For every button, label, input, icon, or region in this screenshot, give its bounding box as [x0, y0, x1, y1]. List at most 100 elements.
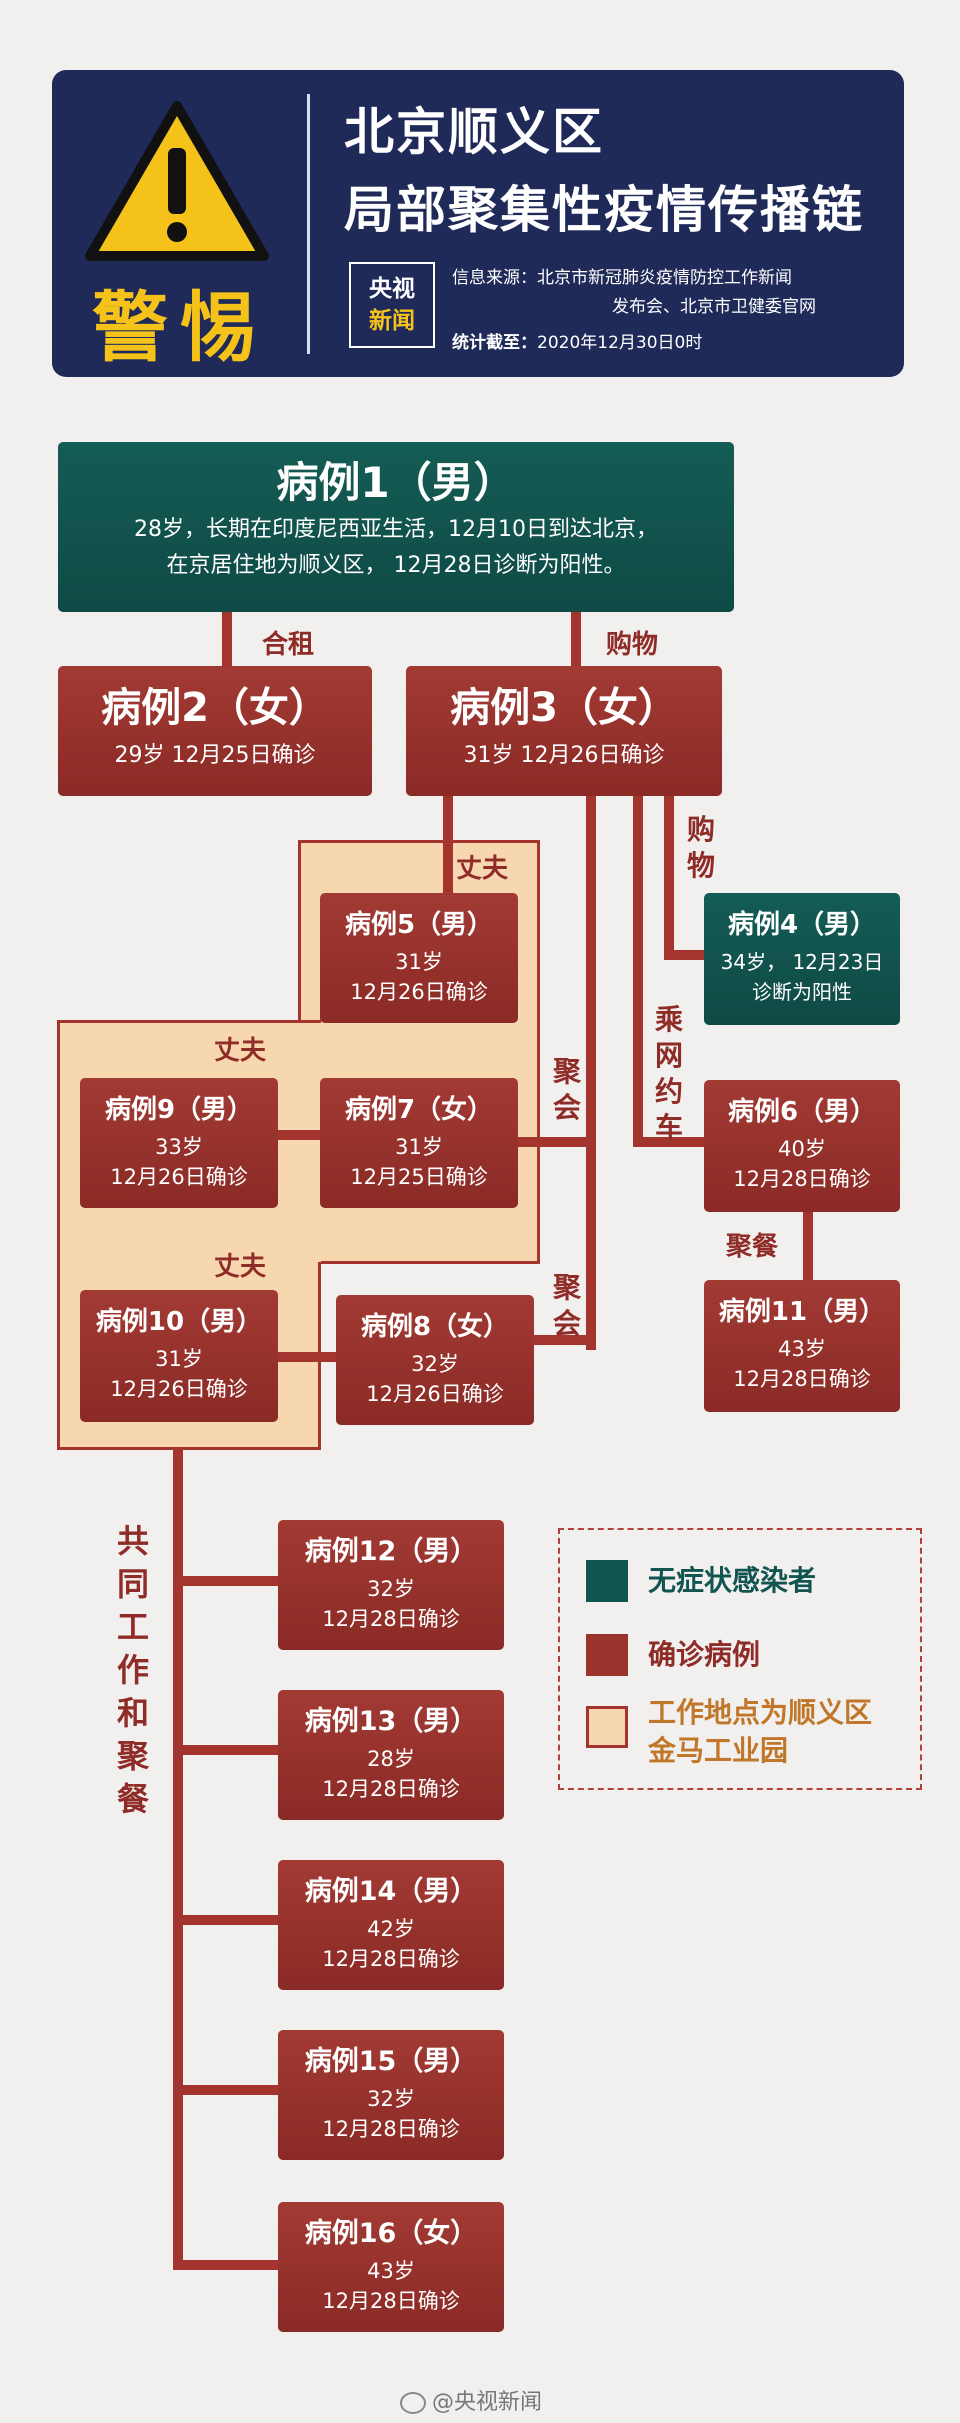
warning-icon: [85, 101, 269, 261]
source-line-2: 发布会、北京市卫健委官网: [612, 297, 816, 317]
link-gathering-c7: [516, 1137, 596, 1147]
case-8-line1: 32岁: [411, 1352, 459, 1376]
link-c10-c8: [278, 1352, 336, 1362]
relation-gathering-1: 聚会: [552, 1055, 581, 1124]
case-1-line2: 在京居住地为顺义区， 12月28日诊断为阳性。: [166, 553, 626, 578]
source-text-1: 北京市新冠肺炎疫情防控工作新闻: [537, 268, 792, 288]
case-16-line1: 43岁: [367, 2259, 415, 2283]
source-line-1: 信息来源：北京市新冠肺炎疫情防控工作新闻: [452, 263, 792, 288]
case-8-line2: 12月26日确诊: [366, 1382, 504, 1406]
link-trunk-c12: [173, 1576, 278, 1586]
case-5-line1: 31岁: [395, 950, 443, 974]
case-12-line1: 32岁: [367, 1577, 415, 1601]
header-divider: [307, 94, 310, 354]
case-4-line1: 34岁， 12月23日: [720, 950, 884, 974]
legend-swatch-workplace: [586, 1706, 628, 1748]
title-line-1: 北京顺义区: [344, 103, 604, 161]
case-15-line2: 12月28日确诊: [322, 2117, 460, 2141]
relation-husband-9: 丈夫: [214, 1036, 267, 1066]
legend-label-asymptomatic: 无症状感染者: [648, 1564, 817, 1597]
link-c3-c4-h: [664, 950, 706, 960]
case-9-line1: 33岁: [155, 1135, 203, 1159]
logo-line-1: 央视: [369, 276, 415, 302]
link-trunk-c16: [173, 2260, 278, 2270]
link-c1-c3: [571, 612, 581, 668]
relation-gathering-2: 聚会: [552, 1271, 581, 1340]
link-trunk-c13: [173, 1745, 278, 1755]
case-16-line2: 12月28日确诊: [322, 2289, 460, 2313]
case-11-line2: 12月28日确诊: [733, 1367, 871, 1391]
case-4-box: 病例4（男） 34岁， 12月23日 诊断为阳性: [704, 893, 900, 1025]
link-c3-gathering: [586, 795, 596, 1350]
legend-swatch-confirmed: [586, 1634, 628, 1676]
case-9-title: 病例9（男）: [104, 1095, 254, 1125]
case-14-line2: 12月28日确诊: [322, 1947, 460, 1971]
case-7-line2: 12月25日确诊: [350, 1165, 488, 1189]
case-11-line1: 43岁: [778, 1337, 826, 1361]
watermark-text: @央视新闻: [432, 2390, 543, 2415]
warning-word: 警惕: [92, 283, 268, 372]
title-line-2: 局部聚集性疫情传播链: [344, 181, 864, 239]
case-13-line1: 28岁: [367, 1747, 415, 1771]
case-5-box: 病例5（男） 31岁 12月26日确诊: [320, 893, 518, 1023]
link-c6-c11: [803, 1210, 813, 1282]
case-2-box: 病例2（女） 29岁 12月25日确诊: [58, 666, 372, 796]
legend: 无症状感染者 确诊病例 工作地点为顺义区 金马工业园: [558, 1528, 922, 1790]
link-trunk-c15: [173, 2085, 278, 2095]
case-15-box: 病例15（男） 32岁 12月28日确诊: [278, 2030, 504, 2160]
link-c3-c6-h: [633, 1137, 705, 1147]
case-7-box: 病例7（女） 31岁 12月25日确诊: [320, 1078, 518, 1208]
case-10-box: 病例10（男） 31岁 12月26日确诊: [80, 1290, 278, 1422]
relation-work-dinner: 共同工作和聚餐: [116, 1522, 149, 1818]
case-10-title: 病例10（男）: [95, 1307, 263, 1337]
case-14-box: 病例14（男） 42岁 12月28日确诊: [278, 1860, 504, 1990]
case-12-line2: 12月28日确诊: [322, 1607, 460, 1631]
case-1-title: 病例1（男）: [276, 458, 516, 507]
header-banner: 警惕 北京顺义区 局部聚集性疫情传播链 央视 新闻 信息来源：北京市新冠肺炎疫情…: [52, 70, 904, 377]
relation-shared-rent: 合租: [262, 630, 315, 660]
cutoff-label: 统计截至：: [452, 333, 537, 353]
link-c3-c4-v: [664, 795, 674, 960]
case-14-title: 病例14（男）: [304, 1876, 478, 1907]
case-3-box: 病例3（女） 31岁 12月26日确诊: [406, 666, 722, 796]
case-2-title: 病例2（女）: [101, 685, 329, 731]
case-3-line1: 31岁 12月26日确诊: [463, 743, 665, 768]
weibo-icon: [400, 2392, 426, 2414]
cctv-news-logo: 央视 新闻: [349, 262, 435, 348]
case-13-line2: 12月28日确诊: [322, 1777, 460, 1801]
relation-shopping-vertical: 购物: [686, 813, 715, 882]
case-6-title: 病例6（男）: [727, 1097, 877, 1127]
case-4-line2: 诊断为阳性: [752, 980, 852, 1004]
case-9-box: 病例9（男） 33岁 12月26日确诊: [80, 1078, 278, 1208]
legend-swatch-asymptomatic: [586, 1560, 628, 1602]
case-15-line1: 32岁: [367, 2087, 415, 2111]
case-8-title: 病例8（女）: [360, 1312, 510, 1342]
link-work-trunk: [173, 1450, 183, 2270]
case-15-title: 病例15（男）: [304, 2046, 478, 2077]
case-1-line1: 28岁，长期在印度尼西亚生活，12月10日到达北京，: [134, 517, 658, 542]
case-6-line1: 40岁: [778, 1137, 826, 1161]
logo-line-2: 新闻: [369, 308, 415, 334]
workplace-region-seam: [300, 1023, 321, 1262]
link-c1-c2: [222, 612, 232, 668]
relation-ride-hailing: 乘网约车: [654, 1003, 683, 1144]
legend-label-workplace-1: 工作地点为顺义区: [648, 1696, 873, 1729]
weibo-watermark: @央视新闻: [400, 2384, 542, 2416]
case-1-box: 病例1（男） 28岁，长期在印度尼西亚生活，12月10日到达北京， 在京居住地为…: [58, 442, 734, 612]
case-2-line1: 29岁 12月25日确诊: [114, 743, 316, 768]
link-c3-c5: [443, 795, 453, 895]
relation-dinner: 聚餐: [726, 1232, 779, 1262]
legend-label-confirmed: 确诊病例: [648, 1638, 761, 1671]
legend-label-workplace-2: 金马工业园: [648, 1734, 789, 1767]
case-8-box: 病例8（女） 32岁 12月26日确诊: [336, 1295, 534, 1425]
case-5-title: 病例5（男）: [344, 910, 494, 940]
case-12-title: 病例12（男）: [304, 1536, 478, 1567]
case-14-line1: 42岁: [367, 1917, 415, 1941]
case-4-title: 病例4（男）: [727, 910, 877, 940]
source-label: 信息来源：: [452, 268, 537, 288]
case-6-box: 病例6（男） 40岁 12月28日确诊: [704, 1080, 900, 1212]
case-7-line1: 31岁: [395, 1135, 443, 1159]
cutoff-value: 2020年12月30日0时: [537, 333, 703, 353]
case-9-line2: 12月26日确诊: [110, 1165, 248, 1189]
case-13-box: 病例13（男） 28岁 12月28日确诊: [278, 1690, 504, 1820]
